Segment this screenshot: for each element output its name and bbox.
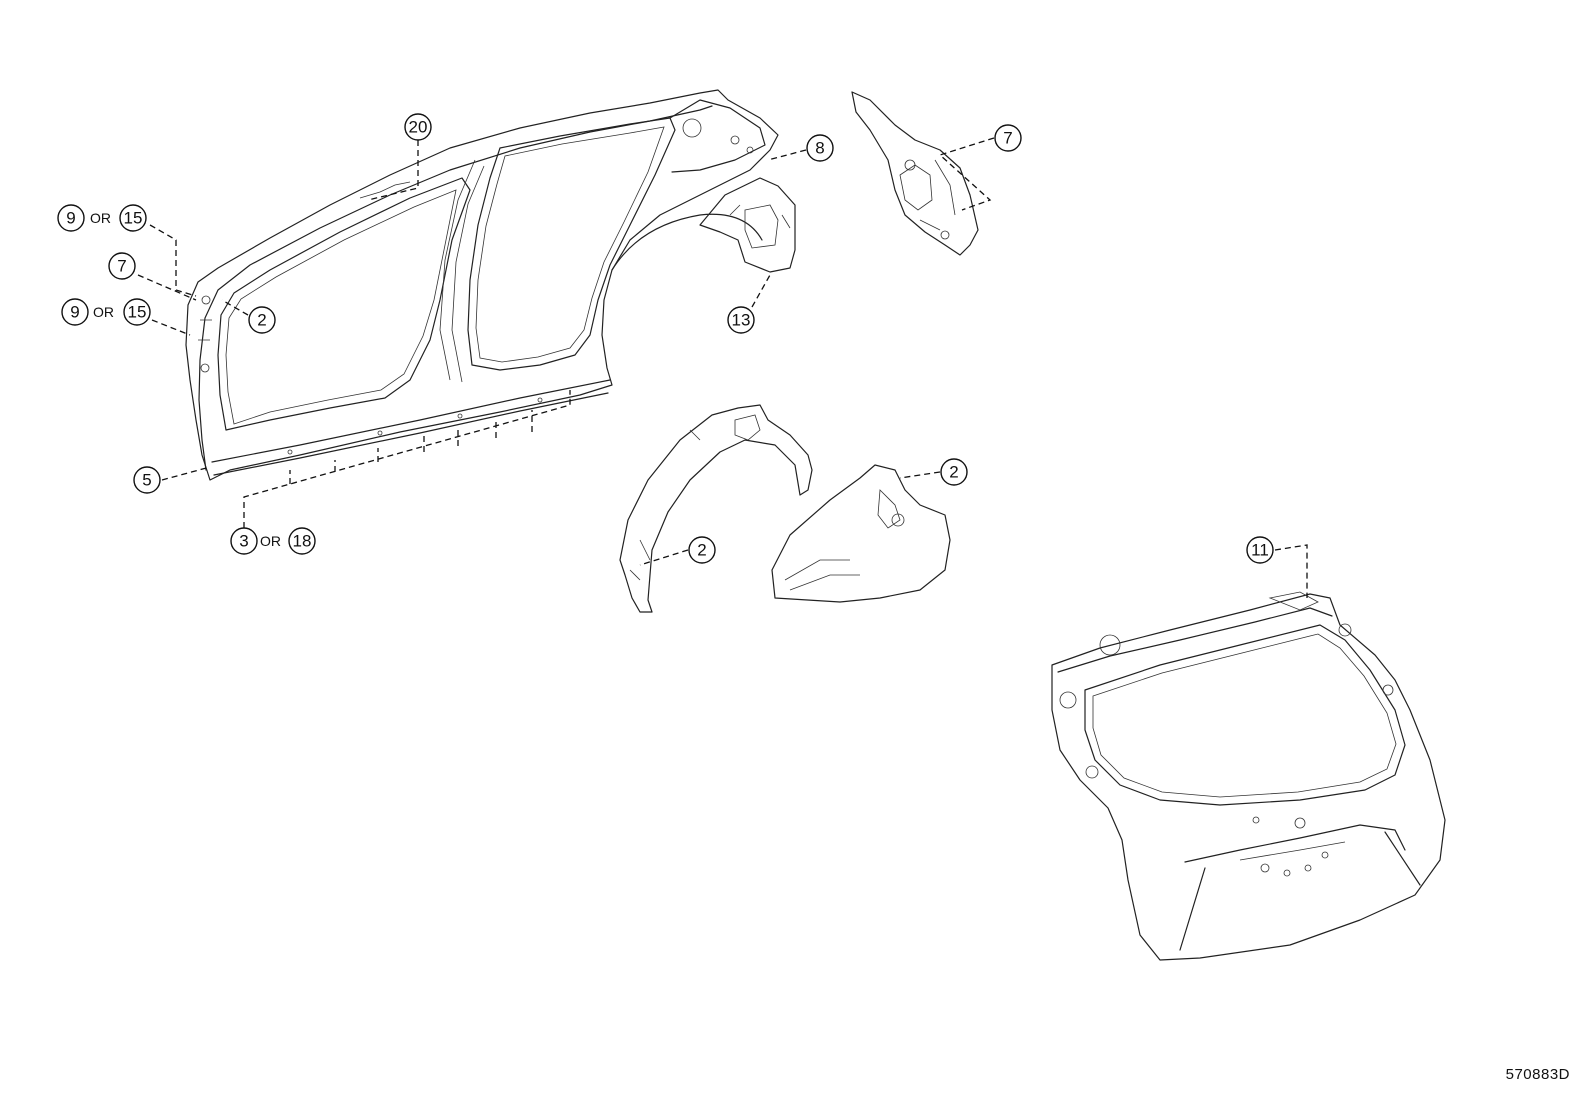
svg-text:15: 15 [124,209,143,228]
callout-8: 8 [806,134,834,162]
svg-text:13: 13 [732,311,751,330]
svg-text:2: 2 [257,311,266,330]
callout-20: 20 [404,113,432,141]
svg-text:15: 15 [128,303,147,322]
svg-text:7: 7 [1003,129,1012,148]
drawing-number: 570883D [1505,1066,1570,1083]
wheel-housing-inner [771,464,951,603]
svg-text:9: 9 [70,303,79,322]
svg-text:OR: OR [90,210,111,226]
wheel-housing-outer [619,404,813,613]
callout-2-inner-housing: 2 [940,458,968,486]
callout-7-left: 7 [108,252,136,280]
callout-9-or-15-upper: 9 OR 15 [57,204,147,232]
callout-5: 5 [133,466,161,494]
svg-text:9: 9 [66,209,75,228]
callout-13: 13 [727,306,755,334]
callout-2-side: 2 [248,306,276,334]
svg-text:3: 3 [239,532,248,551]
svg-text:5: 5 [142,471,151,490]
svg-text:8: 8 [815,139,824,158]
svg-text:7: 7 [117,257,126,276]
callout-3-or-18: 3 OR 18 [230,527,316,555]
callout-7-right: 7 [994,124,1022,152]
svg-text:2: 2 [697,541,706,560]
svg-text:OR: OR [260,533,281,549]
callout-11: 11 [1246,536,1274,564]
svg-text:11: 11 [1251,541,1269,560]
svg-text:20: 20 [409,118,428,137]
callout-2-outer-housing: 2 [688,536,716,564]
callout-9-or-15-lower: 9 OR 15 [61,298,151,326]
body-side-outer-panel [185,89,779,481]
back-door-panel [1051,591,1446,961]
svg-text:18: 18 [293,532,312,551]
quarter-inner-upper [699,177,796,273]
svg-text:2: 2 [949,463,958,482]
leader-lines [137,137,1308,598]
svg-text:OR: OR [93,304,114,320]
roof-side-rail-rear [851,91,979,256]
